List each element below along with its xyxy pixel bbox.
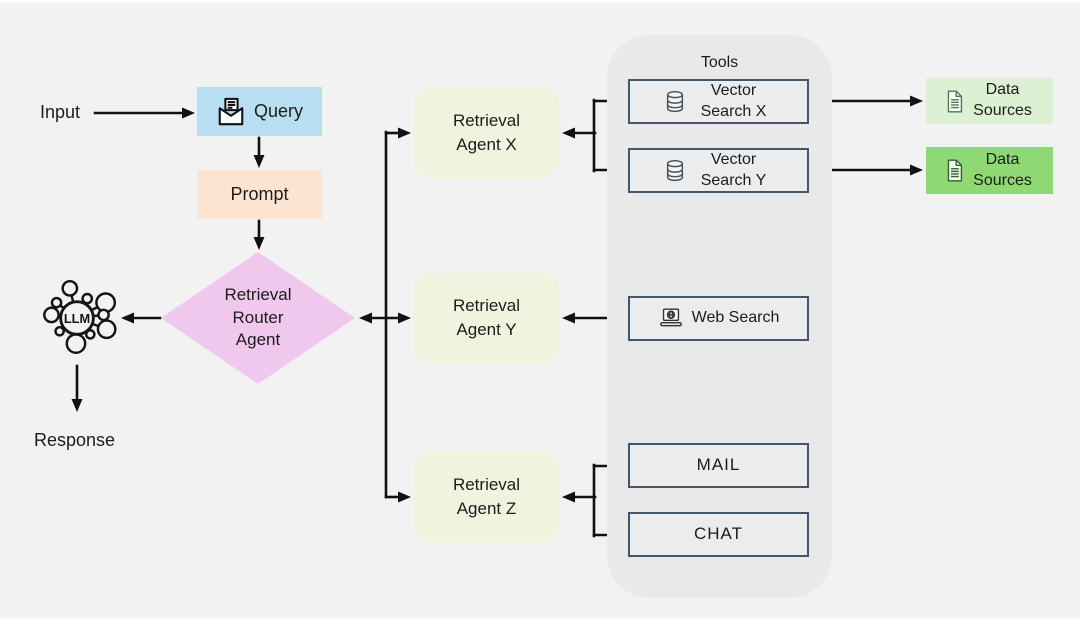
arrow-prompt-to-router — [253, 219, 265, 250]
web-search-tool: Web Search — [628, 296, 809, 341]
data-sources-dark-node: Data Sources — [926, 147, 1053, 194]
document-icon — [947, 89, 962, 113]
vector-search-x-tool: Vector Search X — [628, 79, 809, 124]
arrow-router-agent-y-bidirectional — [359, 312, 411, 324]
vector-search-x-label: Vector Search X — [700, 81, 767, 120]
data-sources-light-node: Data Sources — [926, 78, 1053, 124]
database-icon — [666, 90, 683, 112]
document-icon — [947, 159, 962, 182]
canvas-edge-bottom — [0, 618, 1080, 621]
query-label: Query — [253, 101, 304, 121]
vector-search-y-tool: Vector Search Y — [628, 148, 809, 193]
arrow-llm-to-response — [71, 364, 83, 412]
retrieval-agent-y-node: Retrieval Agent Y — [413, 273, 560, 363]
branch-line-router-to-agents — [384, 127, 411, 503]
chat-label: CHAT — [693, 524, 743, 544]
chat-tool: CHAT — [628, 512, 809, 557]
llm-network-icon: LLM — [43, 279, 117, 354]
arrow-input-to-query — [93, 107, 195, 119]
retrieval-agent-x-node: Retrieval Agent X — [413, 88, 560, 178]
data-sources-dark-label: Data Sources — [973, 150, 1032, 189]
vector-search-y-label: Vector Search Y — [700, 150, 767, 189]
arrow-query-to-prompt — [253, 136, 265, 168]
retrieval-agent-z-node: Retrieval Agent Z — [413, 452, 560, 542]
prompt-label: Prompt — [230, 184, 289, 204]
retrieval-router-agent-node: Retrieval Router Agent — [161, 252, 355, 384]
open-mail-icon — [218, 97, 244, 125]
mail-tool: MAIL — [628, 443, 809, 488]
input-label: Input — [40, 102, 81, 122]
mail-label: MAIL — [696, 455, 741, 475]
retrieval-agent-x-label: Retrieval Agent X — [452, 111, 521, 154]
database-icon — [666, 159, 683, 181]
query-node: Query — [197, 87, 322, 136]
retrieval-router-agent-label: Retrieval Router Agent — [224, 284, 292, 350]
web-search-label: Web Search — [691, 309, 780, 327]
response-label: Response — [34, 430, 116, 450]
data-sources-light-label: Data Sources — [973, 81, 1032, 119]
prompt-node: Prompt — [197, 170, 322, 219]
llm-label: LLM — [64, 311, 90, 326]
retrieval-agent-z-label: Retrieval Agent Z — [452, 475, 521, 518]
canvas-edge-top — [0, 0, 1080, 3]
tools-panel-title: Tools — [700, 54, 739, 71]
llm-node: LLM — [31, 272, 123, 364]
web-search-laptop-icon — [659, 308, 682, 327]
retrieval-agent-y-label: Retrieval Agent Y — [452, 296, 521, 339]
arrow-router-to-llm — [121, 312, 162, 324]
